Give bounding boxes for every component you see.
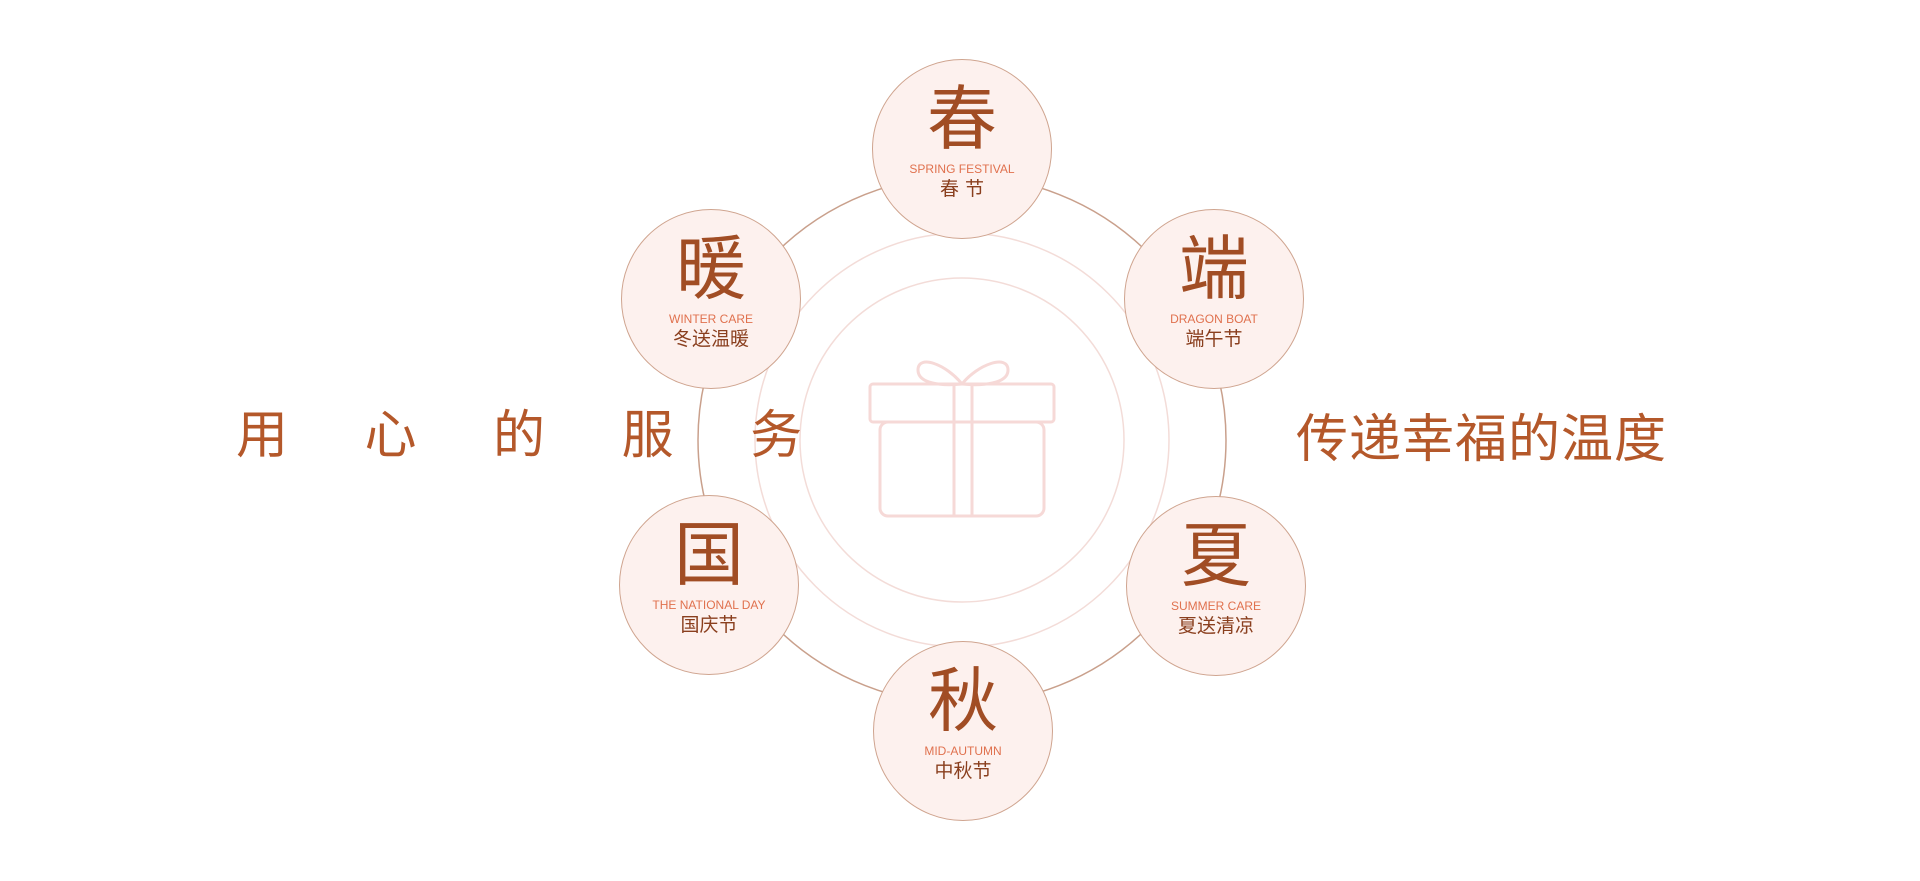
festival-chinese: 端午节 — [1185, 328, 1243, 350]
festival-chinese: 夏送清凉 — [1177, 615, 1254, 637]
festival-node-summer: 夏 SUMMER CARE 夏送清凉 — [1126, 496, 1306, 676]
inner-ring — [799, 277, 1125, 603]
festival-node-dragon-boat: 端 DRAGON BOAT 端午节 — [1124, 209, 1304, 389]
festival-english: SPRING FESTIVAL — [909, 162, 1015, 176]
festival-node-winter: 暖 WINTER CARE 冬送温暖 — [621, 209, 801, 389]
festival-english: WINTER CARE — [669, 312, 753, 326]
festival-english: MID-AUTUMN — [924, 744, 1002, 758]
festival-char: 夏 — [1181, 515, 1251, 597]
festival-node-national-day: 国 THE NATIONAL DAY 国庆节 — [619, 495, 799, 675]
festival-node-mid-autumn: 秋 MID-AUTUMN 中秋节 — [873, 641, 1053, 821]
festival-char: 端 — [1179, 228, 1249, 310]
festival-chinese: 春 节 — [939, 178, 985, 200]
gift-box-icon — [868, 360, 1056, 518]
slogan-right: 传递幸福的温度 — [1296, 410, 1668, 470]
festival-char: 国 — [674, 514, 744, 596]
festival-node-spring: 春 SPRING FESTIVAL 春 节 — [872, 59, 1052, 239]
festival-char: 秋 — [928, 660, 998, 742]
festival-english: DRAGON BOAT — [1170, 312, 1258, 326]
festival-char: 春 — [927, 78, 997, 160]
slogan-left: 用 心 的 服 务 — [236, 406, 833, 466]
festival-chinese: 冬送温暖 — [672, 328, 749, 350]
festival-english: THE NATIONAL DAY — [652, 598, 766, 612]
festival-english: SUMMER CARE — [1170, 599, 1261, 613]
festival-chinese: 中秋节 — [934, 760, 992, 782]
festival-char: 暖 — [676, 228, 746, 310]
festival-chinese: 国庆节 — [680, 614, 738, 636]
